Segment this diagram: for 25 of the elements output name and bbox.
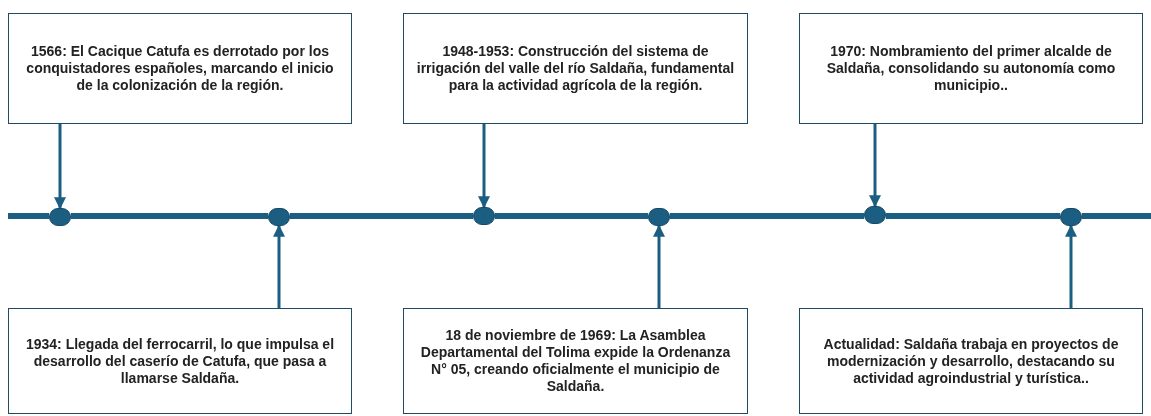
timeline-line [71,213,268,219]
arrow [54,124,66,210]
arrow [869,124,881,208]
event-text: 1934: Llegada del ferrocarril, lo que impulsa el desarrollo del caserío de Catufa, que pasa a llamarse Saldaña. [24,335,336,387]
event-box [8,308,352,414]
event-text: 1566: El Cacique Catufa es derrotado por los conquistadores españoles, marcando el inicio de la colonización de la región. [25,43,335,94]
event-text: 1948-1953: Construcción del sistema de irrigación del valle del río Saldaña, fundamental para la actividad agrícola de la región. [415,43,736,94]
arrow [273,224,285,308]
timeline-line [1082,213,1151,219]
event-text: 1970: Nombramiento del primer alcalde de Saldaña, consolidando su autonomía como municipio.. [825,43,1117,94]
timeline-line [670,213,864,219]
timeline-line [8,213,49,219]
event-box [403,308,748,414]
arrow [653,224,665,308]
event-text: Actualidad: Saldaña trabaja en proyectos de modernización y desarrollo, destacando su actividad agroindustrial y turística.. [822,335,1120,387]
arrow [1065,224,1077,308]
event-box [799,13,1143,124]
event-box [403,13,748,124]
arrow [478,124,490,209]
event-text: 18 de noviembre de 1969: La Asamblea Departamental del Tolima expide la Ordenanza N° 05, creando oficialmente el municipio de Saldaña. [419,327,732,395]
timeline-line [495,213,648,219]
event-box [8,13,352,124]
timeline-line [290,213,473,219]
event-box [799,308,1143,414]
timeline-line [886,213,1060,219]
